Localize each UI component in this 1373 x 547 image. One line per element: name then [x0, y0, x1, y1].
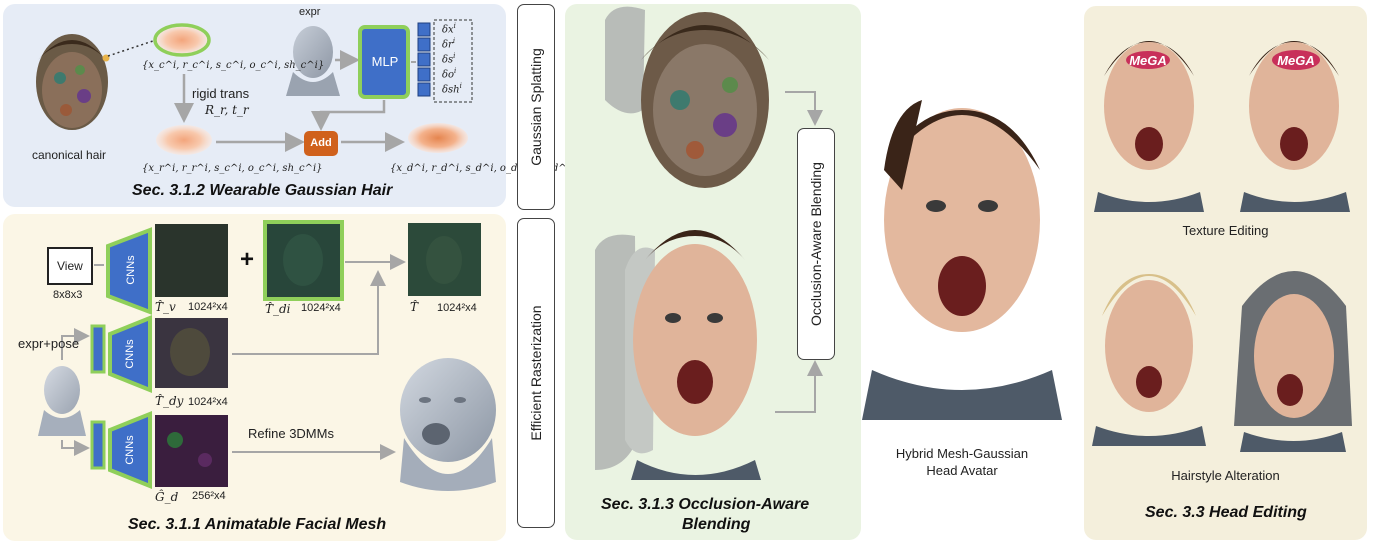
cnn-view: [106, 227, 152, 315]
efficient-rasterization-box: Efficient Rasterization: [517, 218, 555, 528]
efficient-rasterization-label: Efficient Rasterization: [528, 305, 544, 441]
expr-head: [286, 26, 340, 96]
expr-pose-label: expr+pose: [18, 336, 80, 351]
mlp-block: [358, 25, 410, 99]
texture-tv: [155, 224, 228, 297]
tdi-label: T̂_di: [265, 302, 291, 316]
texture-gd: [155, 415, 228, 487]
texture-logo-2: MeGA: [1277, 53, 1315, 68]
hair-panel-graphics: [36, 19, 473, 156]
gaussian-splatting-label: Gaussian Splatting: [528, 48, 544, 166]
delta-r: δri: [442, 37, 456, 51]
delta-s: δsi: [442, 52, 456, 66]
gd-label: Ĝ_d: [155, 490, 179, 504]
gd-size: 256²x4: [192, 490, 226, 502]
tdy-size: 1024²x4: [188, 396, 228, 408]
t-label: T̂: [410, 300, 419, 314]
tv-label: T̂_v: [155, 300, 176, 314]
texture-edit-head-2: [1240, 41, 1350, 212]
texture-edit-head-1: [1094, 41, 1204, 212]
rigid-attributes: {x_r^i, r_r^i, s_c^i, o_c^i, sh_c^i}: [142, 163, 323, 174]
blend-section-title-line1: Sec. 3.1.3 Occlusion-Aware: [601, 496, 810, 513]
delta-sh: δshi: [442, 82, 462, 96]
gaussian-splatting-box: Gaussian Splatting: [517, 4, 555, 210]
delta-o: δoi: [442, 67, 457, 81]
rigid-trans-params: R_r, t_r: [205, 103, 249, 117]
delta-x: δxi: [442, 22, 456, 36]
mlp-delta-list: δxi δri δsi δoi δshi: [442, 22, 474, 97]
cnn-view-label: CNNs: [125, 255, 137, 285]
canonical-gaussian-highlight: [153, 23, 211, 57]
tv-size: 1024²x4: [188, 301, 228, 313]
mlp-label: MLP: [371, 54, 399, 69]
head-editing-graphics: [1092, 41, 1352, 452]
occlusion-blending-label: Occlusion-Aware Blending: [808, 162, 824, 326]
hairstyle-head-long-grey: [1234, 271, 1352, 452]
plus-sign: +: [240, 246, 255, 273]
texture-logo-1: MeGA: [1129, 53, 1167, 68]
tdy-label: T̂_dy: [155, 394, 184, 408]
cnn-geometry: [90, 411, 152, 489]
editing-section-title: Sec. 3.3 Head Editing: [1145, 504, 1307, 521]
hairstyle-alteration-caption: Hairstyle Alteration: [1171, 468, 1280, 483]
hair-section-title: Sec. 3.1.2 Wearable Gaussian Hair: [132, 182, 393, 199]
cnn-dynamic-label: CNNs: [124, 339, 136, 369]
deformed-gaussian: [408, 123, 468, 153]
canonical-hair-label: canonical hair: [32, 148, 107, 162]
add-block: [304, 131, 338, 156]
blend-panel-graphics: [595, 6, 823, 480]
avatar-caption-line1: Hybrid Mesh-Gaussian: [895, 446, 1029, 461]
tdi-size: 1024²x4: [301, 302, 341, 314]
texture-editing-caption: Texture Editing: [1182, 223, 1269, 238]
refined-mesh-head: [400, 358, 496, 491]
deformed-attributes: {x_d^i, r_d^i, s_d^i, o_d^i, sh_d^i}: [390, 163, 577, 174]
avatar-caption-line2: Head Avatar: [926, 463, 998, 478]
canonical-hair-head: [36, 34, 108, 130]
mesh-section-title: Sec. 3.1.1 Animatable Facial Mesh: [128, 516, 387, 533]
hybrid-avatar-render: [862, 100, 1062, 420]
add-label: Add: [310, 137, 332, 149]
cnn-geometry-label: CNNs: [124, 435, 136, 465]
rigid-gaussian: [156, 125, 212, 155]
t-size: 1024²x4: [437, 302, 477, 314]
mesh-panel-graphics: [38, 220, 496, 491]
blend-section-title-line2: Blending: [682, 516, 751, 533]
refine-label: Refine 3DMMs: [248, 426, 334, 441]
cnn-dynamic: [90, 315, 152, 393]
view-size: 8x8x3: [53, 289, 83, 301]
hairstyle-head-blonde: [1092, 274, 1206, 446]
mlp-output-cells: [417, 22, 431, 97]
expr-pose-head: [38, 366, 86, 436]
occlusion-blending-box: Occlusion-Aware Blending: [797, 128, 835, 360]
expr-label: expr: [299, 6, 321, 18]
rigid-trans-label: rigid trans: [192, 86, 250, 101]
view-input-box: [47, 247, 93, 285]
mesh-face-render: [595, 230, 761, 480]
gaussian-hair-render: [605, 6, 769, 188]
canonical-attributes: {x_c^i, r_c^i, s_c^i, o_c^i, sh_c^i}: [142, 60, 325, 71]
view-label: View: [57, 259, 83, 273]
